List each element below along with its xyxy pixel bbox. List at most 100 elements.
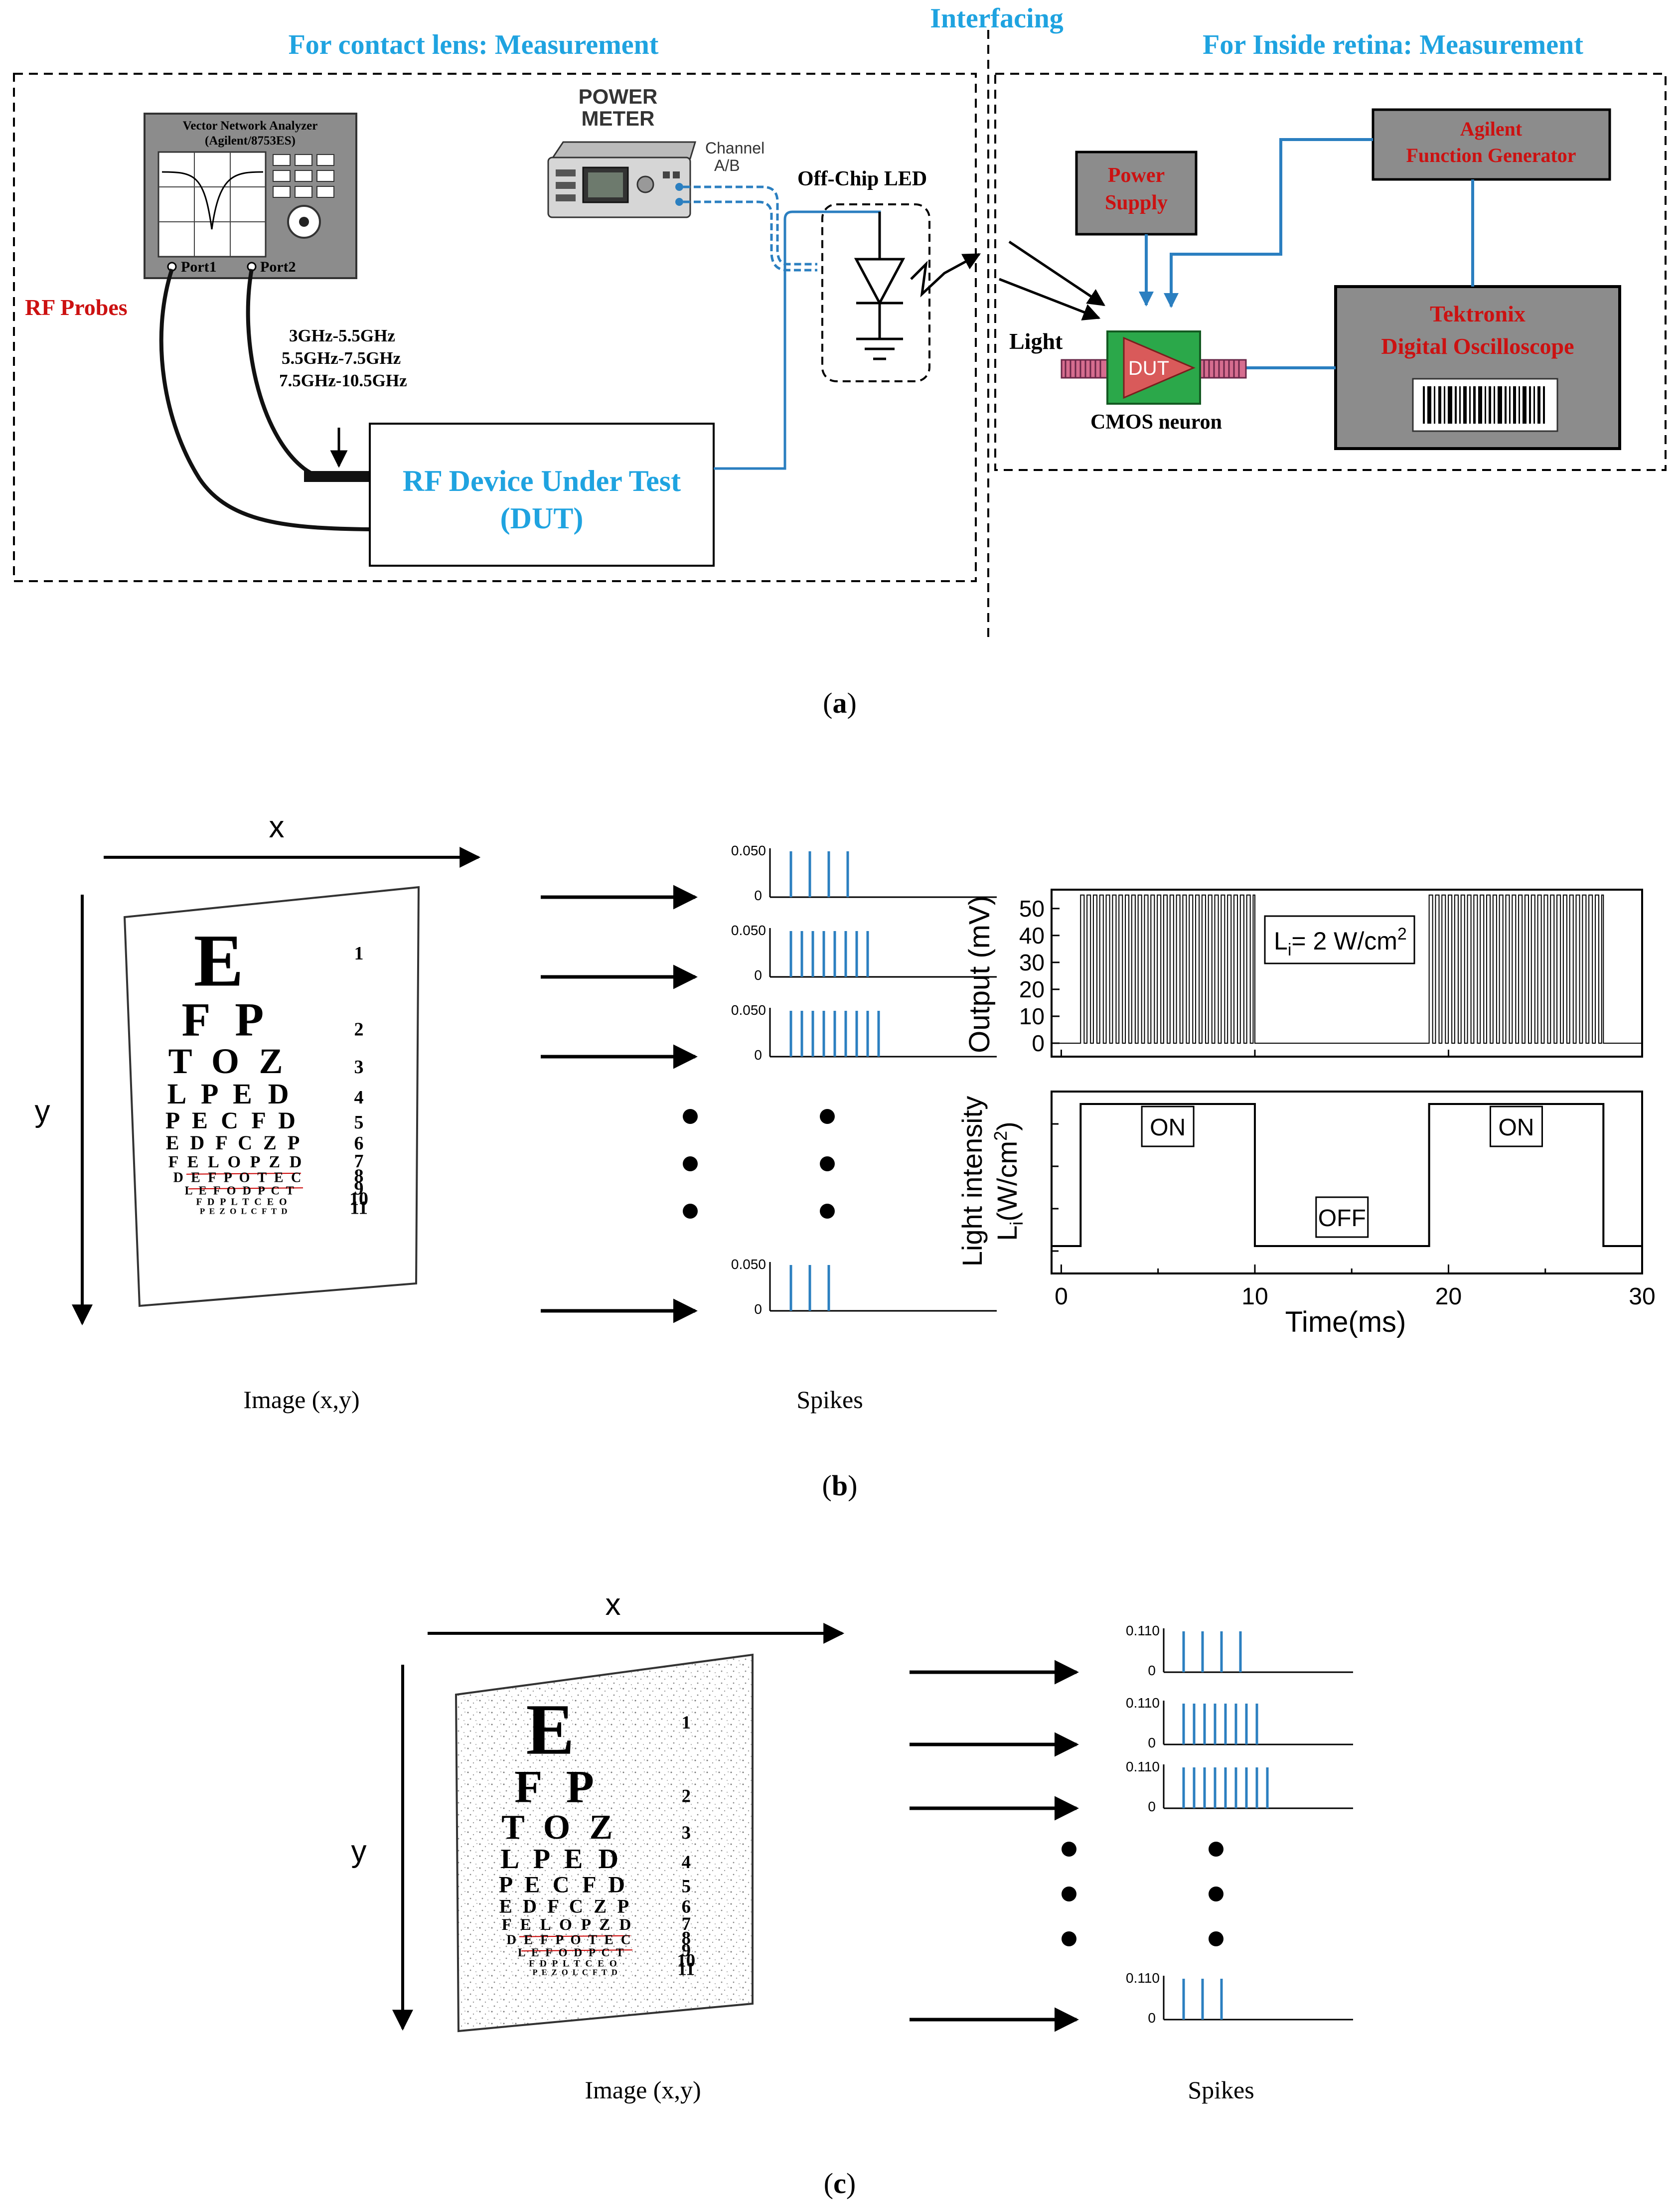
caption-a: (a) [823, 687, 857, 719]
cmos-neuron-label: CMOS neuron [1090, 411, 1222, 434]
light-label: Light [1009, 328, 1063, 354]
image-label: Image (x,y) [585, 2076, 701, 2104]
eye-chart-row: D E F P O T E C [506, 1932, 632, 1947]
spike-ytick-zero: 0 [1148, 2010, 1156, 2026]
li-annotation: Li= 2 W/cm2 [1274, 925, 1407, 959]
channel-cable-a [683, 185, 817, 266]
spikes-label: Spikes [796, 1386, 863, 1414]
x-axis-label: x [269, 810, 285, 844]
li-annotation-box [1264, 915, 1415, 964]
eye-chart-row: P E Z O L C F T D [200, 1206, 289, 1216]
eye-chart-row: E D F C Z P [166, 1131, 303, 1154]
li-state-box [1315, 1196, 1369, 1238]
output-ytick-label: 50 [1019, 896, 1045, 922]
eye-chart-row: L E F O D P C T [185, 1184, 296, 1197]
rf-device-under-test-box [369, 423, 715, 567]
output-ytick-label: 20 [1019, 976, 1045, 1002]
svg-text:Tektronix: Tektronix [1430, 301, 1526, 326]
inside-retina-dashed-box [994, 73, 1667, 471]
output-spike-trace [1052, 894, 1642, 1044]
ellipsis-dot [1209, 1842, 1223, 1857]
ellipsis-dot [1209, 1887, 1223, 1901]
off-chip-led-label: Off-Chip LED [797, 167, 927, 190]
eye-chart-row-number: 9 [354, 1178, 364, 1199]
spike-ytick-zero: 0 [754, 888, 762, 903]
li-xtick-label: 10 [1241, 1283, 1268, 1310]
eye-chart-row: E [526, 1690, 585, 1770]
output-ytick-label: 0 [1032, 1030, 1045, 1056]
led-dashed-box [821, 203, 930, 382]
caption-c: (c) [824, 2167, 856, 2200]
eye-chart-row: F P [181, 993, 271, 1046]
ellipsis-dot [820, 1204, 835, 1219]
eye-chart-row-number: 1 [682, 1712, 691, 1733]
svg-text:Agilent: Agilent [1460, 118, 1523, 140]
eye-chart-row-number: 7 [682, 1913, 691, 1934]
eye-chart-row-number: 8 [682, 1928, 691, 1948]
x-axis-label: x [606, 1587, 621, 1622]
vector-network-analyzer: Vector Network Analyzer (Agilent/8753ES)… [144, 113, 357, 279]
output-ylabel: Output (mV) [963, 896, 996, 1053]
li-xtick-label: 30 [1629, 1283, 1655, 1310]
eye-chart-row: F E L O P Z D [502, 1916, 634, 1934]
eye-chart-row: D E F P O T E C [173, 1170, 304, 1185]
light-intensity-ylabel-2: Li(W/cm2) [990, 1121, 1027, 1241]
eye-chart-row: E [194, 920, 255, 1002]
eye-chart-row-number: 1 [354, 943, 364, 964]
y-axis-label: y [35, 1094, 50, 1128]
eye-chart-row-number: 11 [677, 1959, 695, 1979]
spikes-label: Spikes [1188, 2076, 1254, 2104]
ellipsis-dot [1209, 1931, 1223, 1946]
light-intensity-trace [1052, 1103, 1642, 1247]
eye-chart-row: P E C F D [499, 1873, 628, 1898]
caption-b: (b) [822, 1469, 858, 1502]
image-label: Image (x,y) [243, 1386, 359, 1414]
svg-text:Digital Oscilloscope: Digital Oscilloscope [1381, 333, 1574, 359]
vna-trace [161, 171, 264, 230]
eye-chart-row-number: 5 [682, 1876, 691, 1896]
spike-ytick-zero: 0 [1148, 1735, 1156, 1750]
panel-a: For contact lens: Measurement Interfacin… [13, 3, 1667, 719]
eye-chart-row: P E C F D [165, 1107, 299, 1134]
ellipsis-dot [820, 1109, 835, 1124]
eye-chart-row-number: 10 [677, 1950, 695, 1970]
spike-ytick-max: 0.050 [731, 843, 766, 858]
spike-ytick-zero: 0 [1148, 1799, 1156, 1814]
eye-chart-row: L P E D [500, 1844, 622, 1875]
rf-probes-label: RF Probes [25, 295, 128, 320]
rf-dut-label-1: RF Device Under Test [403, 465, 681, 497]
eye-chart-row-number: 2 [682, 1785, 691, 1806]
spike-ytick-zero: 0 [1148, 1663, 1156, 1678]
port1-label: Port1 [181, 259, 217, 275]
spike-ytick-max: 0.050 [731, 1002, 766, 1018]
power-meter-channel-a [675, 183, 683, 191]
eye-chart-row-number: 5 [354, 1112, 364, 1133]
spike-ytick-max: 0.050 [731, 1257, 766, 1272]
ellipsis-dot [683, 1109, 698, 1124]
dut-to-led-wire [714, 210, 881, 470]
eye-chart-row-number: 9 [682, 1940, 691, 1960]
light-intensity-ylabel-1: Light intensity [956, 1096, 988, 1266]
svg-text:(Agilent/8753ES): (Agilent/8753ES) [205, 134, 296, 148]
ellipsis-dot [683, 1156, 698, 1171]
eye-chart-row: P E Z O L C F T D [533, 1968, 619, 1977]
svg-text:Channel: Channel [705, 139, 764, 157]
eye-chart-row: L E F O D P C T [518, 1946, 625, 1959]
eye-chart-row-number: 2 [354, 1019, 364, 1040]
vna-screen [157, 151, 267, 258]
function-generator-box [1372, 108, 1611, 181]
eye-chart-row: T O Z [501, 1808, 618, 1847]
spike-ytick-max: 0.110 [1126, 1759, 1160, 1774]
eye-chart-row-number: 11 [350, 1197, 368, 1218]
power-supply-box [1075, 151, 1198, 236]
ellipsis-dot [1062, 1842, 1076, 1857]
eye-chart-row: T O Z [168, 1041, 289, 1081]
svg-text:Vector Network Analyzer: Vector Network Analyzer [183, 119, 318, 133]
spike-ytick-zero: 0 [754, 967, 762, 983]
spike-ytick-max: 0.050 [731, 923, 766, 938]
li-state-box [1141, 1105, 1195, 1147]
